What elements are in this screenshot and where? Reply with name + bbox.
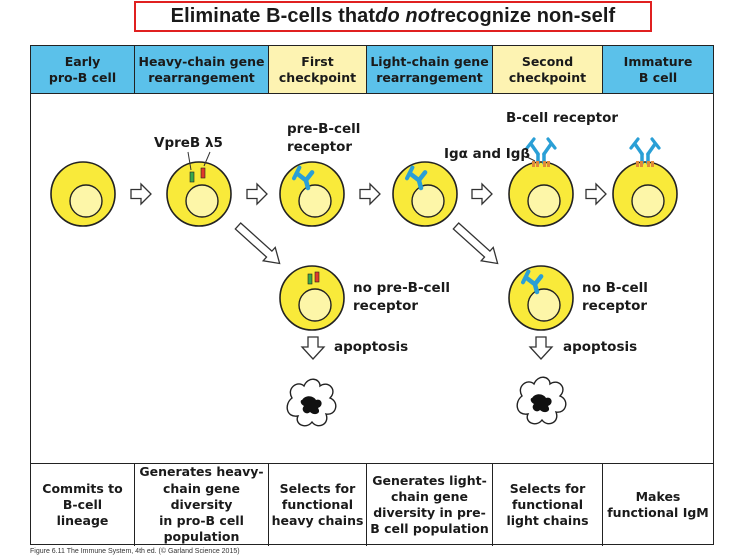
b-cell-receptor-label: B-cell receptor — [506, 110, 619, 126]
arrow-diagonal-icon — [231, 218, 287, 271]
failed-pre-b-cell — [279, 265, 345, 331]
vpreb-marker — [189, 171, 195, 183]
pre-b-cell — [279, 161, 345, 227]
arrow-right-icon — [130, 183, 152, 205]
arrow-right-icon — [246, 183, 268, 205]
failed-b-cell — [508, 265, 574, 331]
ig-alpha-beta-label: Igα and Igβ — [444, 146, 531, 162]
pro-b-cell-heavy-chain — [166, 161, 232, 227]
lambda5-pointer — [203, 151, 211, 167]
arrow-down-icon — [301, 336, 325, 360]
arrow-diagonal-icon — [449, 218, 505, 271]
ig-pointer — [526, 156, 536, 162]
arrow-right-icon — [359, 183, 381, 205]
arrow-right-icon — [471, 183, 493, 205]
title-before: Eliminate B-cells that — [170, 5, 376, 27]
title-emphasis: do not — [375, 5, 437, 27]
immature-b-cell — [612, 137, 678, 227]
apoptotic-cell-icon — [286, 378, 337, 427]
apoptosis-label-1: apoptosis — [334, 339, 409, 355]
apoptosis-label-2: apoptosis — [563, 339, 638, 355]
vpreb-label: VpreB — [154, 135, 201, 151]
lambda5-label: λ5 — [205, 135, 223, 151]
arrow-right-icon — [585, 183, 607, 205]
figure-caption: Figure 6.11 The Immune System, 4th ed. (… — [30, 548, 240, 555]
lambda5-marker — [200, 167, 206, 179]
figure-title: Eliminate B-cells that do not recognize … — [134, 1, 652, 32]
pre-b-cell-light-chain — [392, 161, 458, 227]
arrow-down-icon — [529, 336, 553, 360]
early-pro-b-cell — [50, 161, 116, 227]
vpreb-pointer — [187, 151, 192, 171]
title-after: recognize non-self — [436, 5, 616, 27]
apoptotic-cell-icon — [516, 376, 567, 425]
